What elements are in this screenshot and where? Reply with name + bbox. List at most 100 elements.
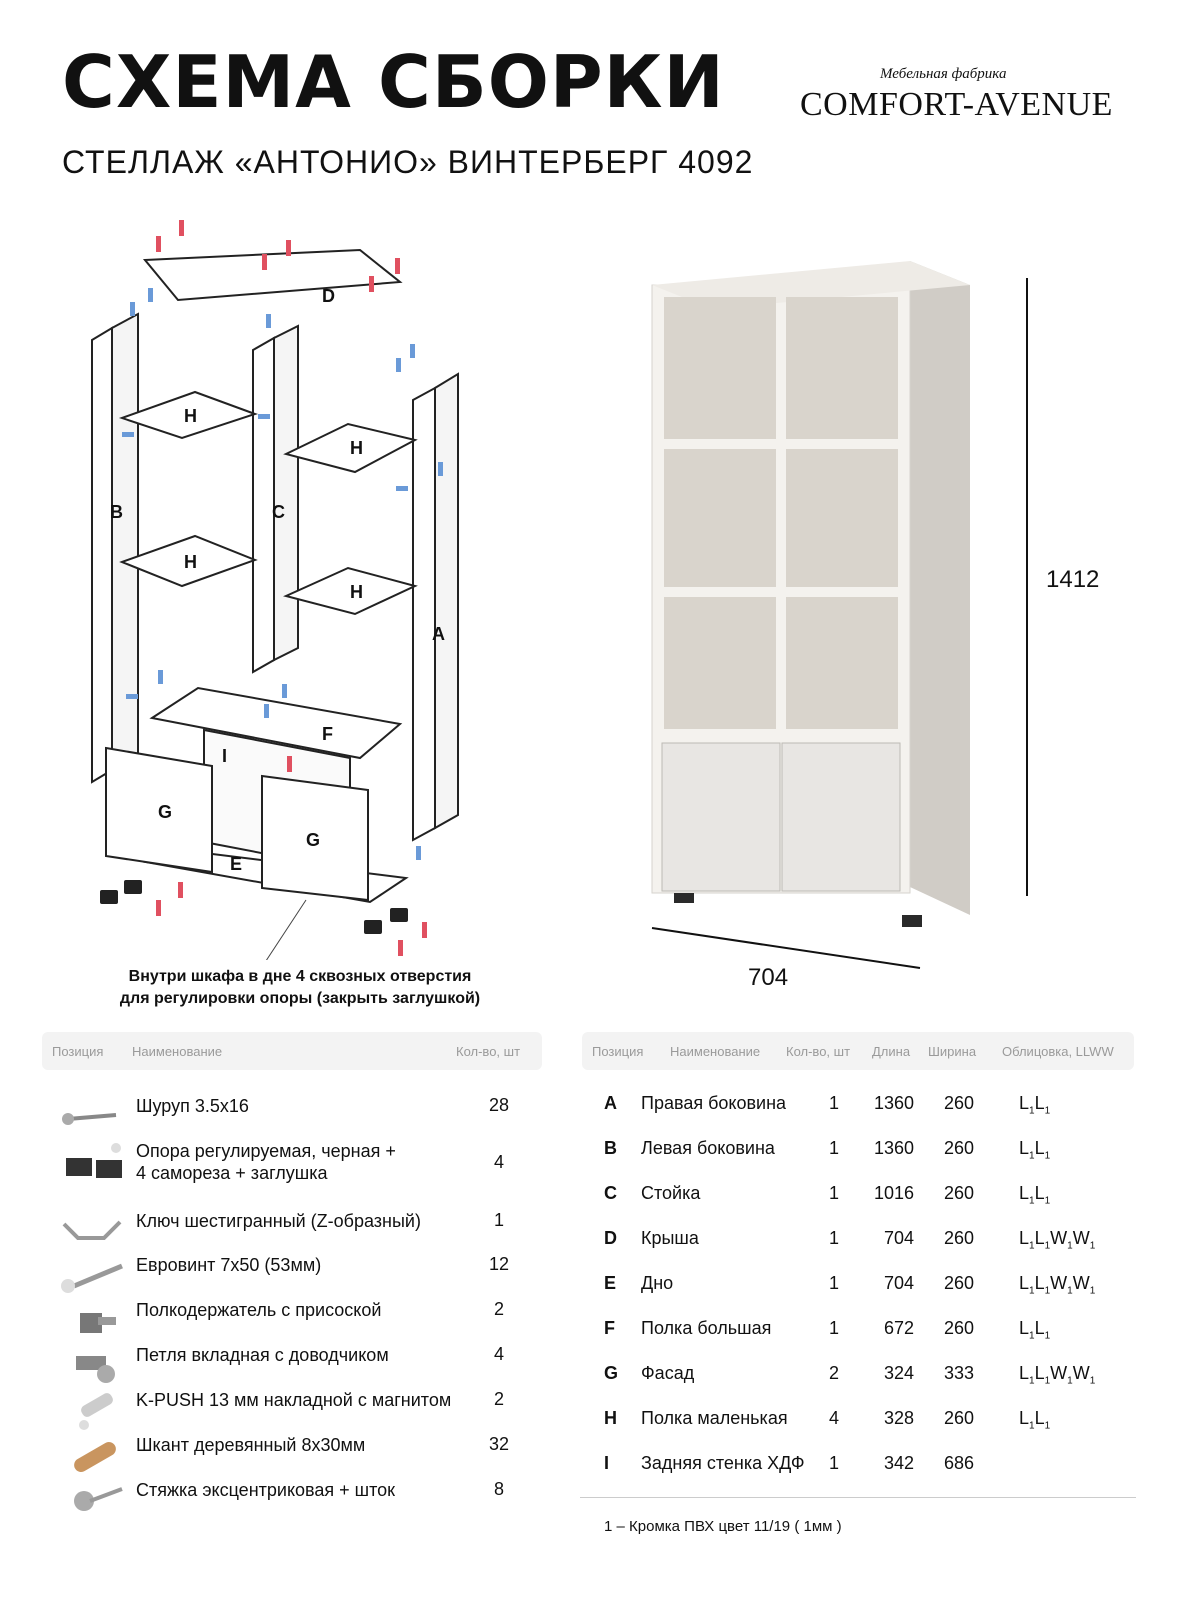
part-width: 333 <box>943 1363 974 1383</box>
hardware-name: Опора регулируемая, черная +4 самореза +… <box>136 1141 396 1183</box>
part-position: D <box>604 1228 617 1248</box>
label-a: A <box>432 624 445 644</box>
hardware-name: Ключ шестигранный (Z-образный) <box>136 1211 421 1231</box>
brand-tagline: Мебельная фабрика <box>880 66 1007 82</box>
part-qty: 1 <box>828 1183 839 1203</box>
hardware-name: Шкант деревянный 8х30мм <box>136 1435 366 1455</box>
cam-lock-icon <box>54 1481 134 1521</box>
header-position: Позиция <box>592 1044 644 1059</box>
door-left <box>661 742 781 892</box>
note-line-2: для регулировки опоры (закрыть заглушкой… <box>119 990 481 1007</box>
hardware-name: Евровинт 7х50 (53мм) <box>136 1255 322 1275</box>
part-name: Стойка <box>641 1183 701 1203</box>
part-width: 686 <box>943 1453 974 1473</box>
label-i: I <box>222 746 227 766</box>
label-h: H <box>350 582 363 602</box>
edging-footnote: 1 – Кромка ПВХ цвет 11/19 ( 1мм ) <box>604 1518 842 1535</box>
label-h: H <box>350 438 363 458</box>
part-qty: 2 <box>828 1363 839 1383</box>
part-qty: 1 <box>828 1273 839 1293</box>
part-qty: 4 <box>828 1408 839 1428</box>
header-name: Наименование <box>132 1044 223 1059</box>
part-width: 260 <box>943 1273 974 1293</box>
part-length: 328 <box>883 1408 914 1428</box>
hardware-name: Шуруп 3.5х16 <box>136 1096 249 1116</box>
part-length: 342 <box>883 1453 914 1473</box>
foot-icon <box>100 890 118 904</box>
wooden-dowel-icon <box>54 1436 134 1476</box>
part-name: Левая боковина <box>641 1138 775 1158</box>
part-length: 1360 <box>873 1138 914 1158</box>
part-edging: L1L1 <box>1019 1093 1051 1117</box>
hinge-icon <box>54 1346 134 1386</box>
label-c: C <box>272 502 285 522</box>
part-position: C <box>604 1183 617 1203</box>
hardware-qty: 1 <box>493 1210 504 1230</box>
hardware-name: Петля вкладная с доводчиком <box>136 1345 389 1365</box>
part-qty: 1 <box>828 1453 839 1473</box>
hardware-qty: 12 <box>488 1254 510 1274</box>
exploded-assembly-diagram: D H H B C H H A F I G G E <box>91 220 459 960</box>
part-qty: 1 <box>828 1093 839 1113</box>
part-qty: 1 <box>828 1138 839 1158</box>
header-qty: Кол-во, шт <box>456 1044 521 1059</box>
hardware-name: Полкодержатель с присоской <box>136 1300 382 1320</box>
part-position: G <box>604 1363 619 1383</box>
header-position: Позиция <box>52 1044 104 1059</box>
panel-b <box>91 326 113 784</box>
part-length: 704 <box>883 1273 914 1293</box>
header-qty: Кол-во, шт <box>786 1044 851 1059</box>
hardware-qty: 2 <box>493 1299 504 1319</box>
label-g: G <box>306 830 320 850</box>
hardware-row: K-PUSH 13 мм накладной с магнитом 2 <box>44 1389 544 1435</box>
hardware-name: K-PUSH 13 мм накладной с магнитом <box>136 1390 452 1410</box>
label-e: E <box>230 854 242 874</box>
hardware-qty: 2 <box>493 1389 504 1409</box>
part-width: 260 <box>943 1093 974 1113</box>
part-qty: 1 <box>828 1228 839 1248</box>
part-edging: L1L1 <box>1019 1138 1051 1162</box>
part-edging: L1L1W1W1 <box>1019 1273 1096 1297</box>
hardware-table-header: Позиция Наименование Кол-во, шт <box>42 1032 542 1070</box>
part-name: Полка большая <box>641 1318 772 1338</box>
part-qty: 1 <box>828 1318 839 1338</box>
panel-c <box>252 336 275 674</box>
hardware-row: Ключ шестигранный (Z-образный) 1 <box>44 1210 544 1256</box>
hardware-row: Полкодержатель с присоской 2 <box>44 1299 544 1345</box>
height-dimension: 1412 <box>1046 566 1100 593</box>
panel-a <box>412 386 436 842</box>
label-b: B <box>110 502 123 522</box>
label-h: H <box>184 406 197 426</box>
part-edging: L1L1 <box>1019 1318 1051 1342</box>
part-name: Дно <box>641 1273 674 1293</box>
part-length: 1016 <box>873 1183 914 1203</box>
part-edging: L1L1 <box>1019 1408 1051 1432</box>
shelf-h-2 <box>283 422 418 474</box>
product-render <box>651 261 970 927</box>
door-g-left <box>105 746 213 874</box>
hardware-row: Петля вкладная с доводчиком 4 <box>44 1344 544 1390</box>
part-width: 260 <box>943 1318 974 1338</box>
shelf-h-3 <box>119 534 258 588</box>
hex-key-icon <box>54 1212 134 1252</box>
part-edging: L1L1W1W1 <box>1019 1228 1096 1252</box>
hardware-row: Опора регулируемая, черная +4 самореза +… <box>44 1140 544 1186</box>
hardware-name: Стяжка эксцентриковая + шток <box>136 1480 396 1500</box>
part-name: Правая боковина <box>641 1093 787 1113</box>
hardware-qty: 4 <box>493 1152 504 1172</box>
width-dimension-line <box>651 927 921 969</box>
shelf-f <box>149 686 403 760</box>
hardware-qty: 4 <box>493 1344 504 1364</box>
part-name: Крыша <box>641 1228 699 1248</box>
part-width: 260 <box>943 1138 974 1158</box>
header-length: Длина <box>872 1044 911 1059</box>
